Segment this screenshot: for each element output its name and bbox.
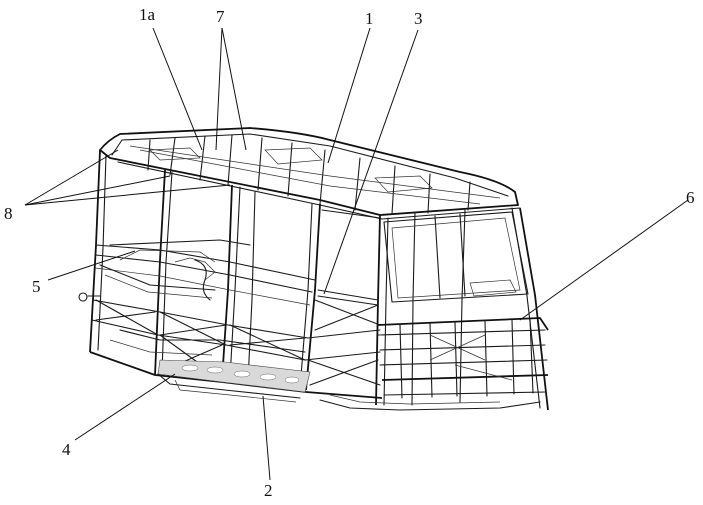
leader-6: [519, 199, 689, 321]
leader-2: [262, 395, 271, 481]
label-7: 7: [216, 7, 225, 26]
label-2: 2: [264, 481, 273, 500]
label-6: 6: [686, 188, 695, 207]
leader-4: [74, 373, 176, 441]
leader-8c: [24, 184, 231, 206]
label-1: 1: [365, 9, 374, 28]
label-3: 3: [414, 9, 423, 28]
label-5: 5: [32, 277, 41, 296]
leader-5: [47, 250, 136, 281]
rear-side-frame: [78, 149, 321, 393]
floor-chassis: [109, 329, 311, 403]
leader-7a: [215, 27, 223, 151]
label-1a: 1a: [139, 5, 156, 24]
leader-8a: [24, 149, 119, 206]
leader-1a: [152, 27, 203, 151]
leader-lines: [24, 27, 689, 481]
front-frame: [304, 207, 549, 411]
roof-frame: [99, 127, 521, 220]
leader-3: [323, 29, 419, 295]
label-8: 8: [4, 204, 13, 223]
leader-1: [327, 27, 371, 164]
leader-8b: [24, 175, 171, 206]
leader-7b: [221, 27, 247, 151]
label-4: 4: [62, 440, 71, 459]
